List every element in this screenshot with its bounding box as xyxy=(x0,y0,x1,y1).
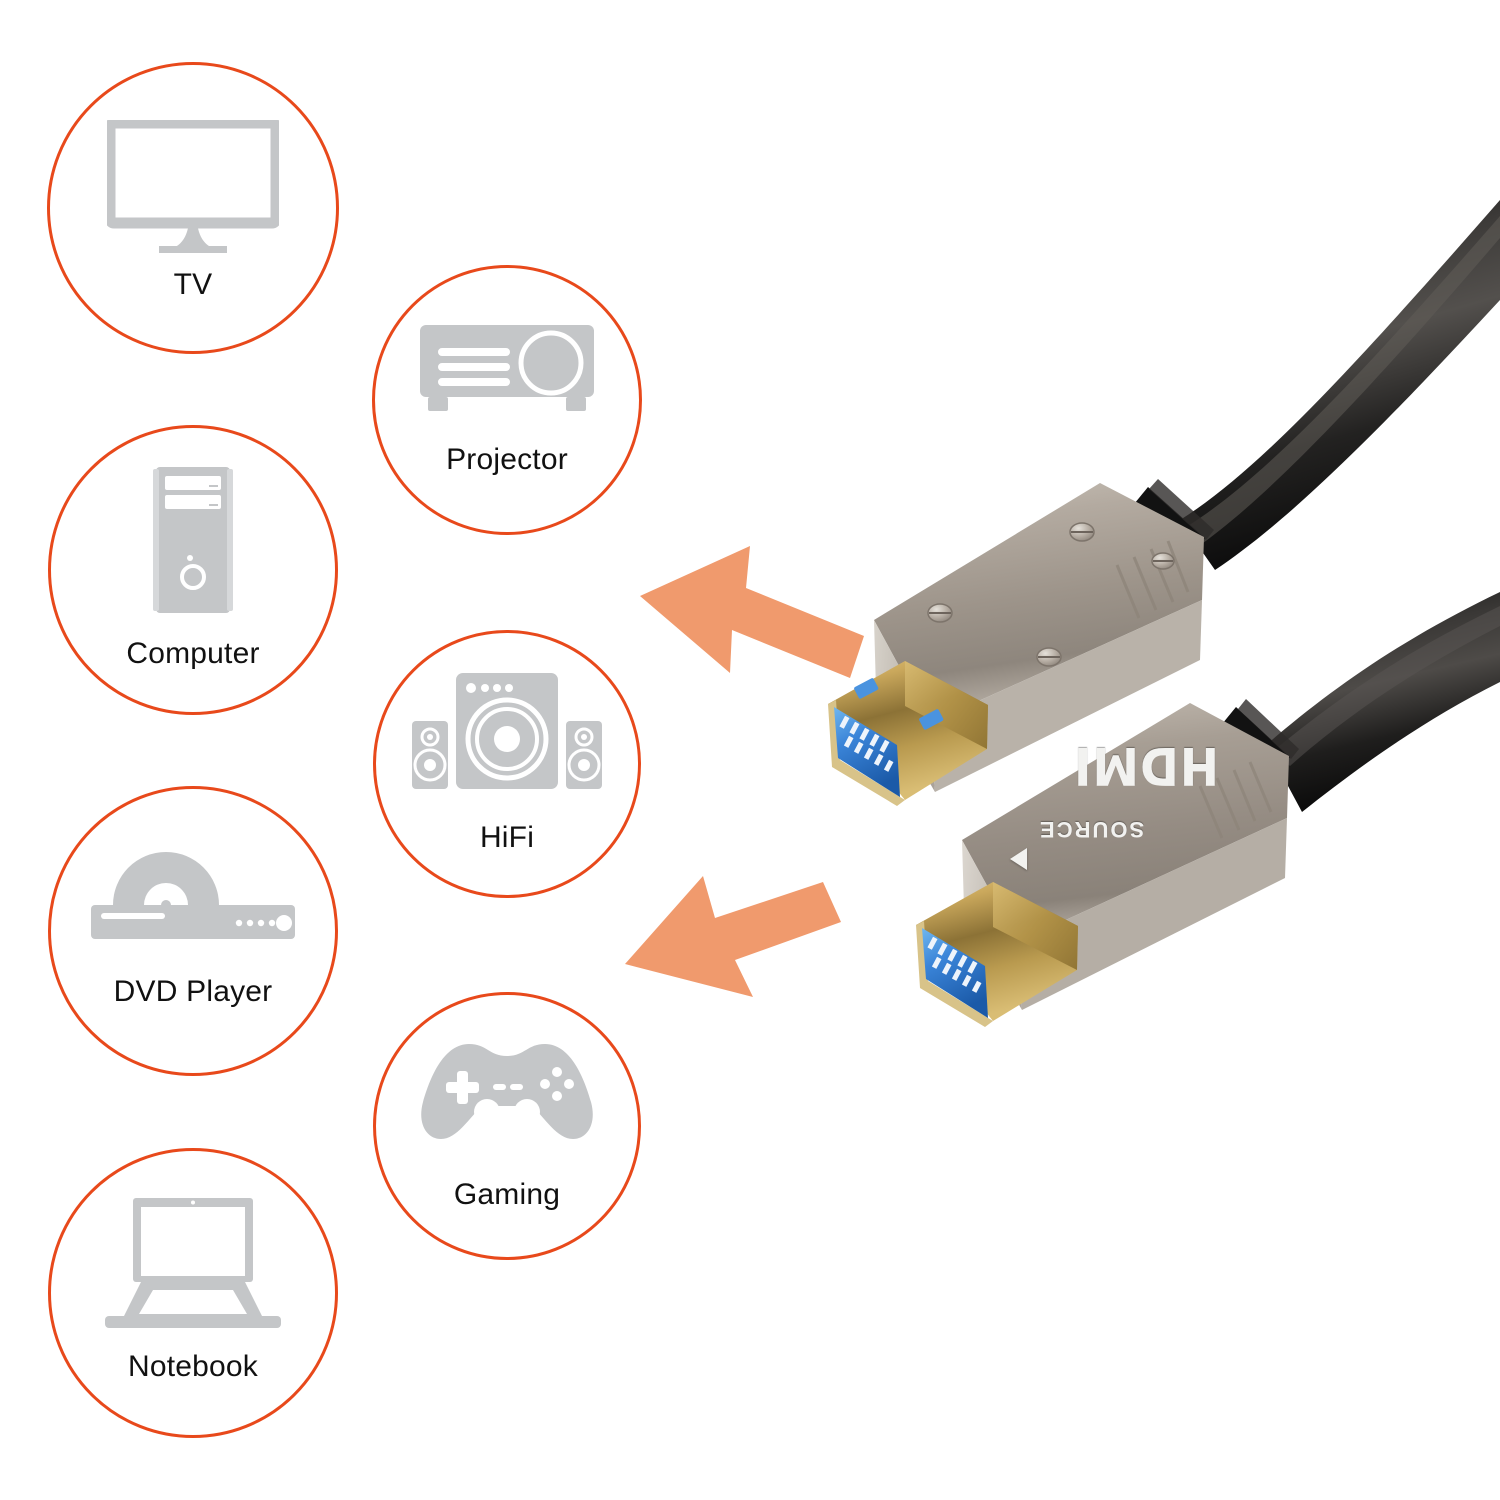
arrow-pointing-to-sources xyxy=(625,876,841,997)
tv-icon xyxy=(107,120,279,253)
source-direction-triangle-icon xyxy=(1010,848,1027,870)
computer-tower-icon xyxy=(153,467,233,613)
cable-strand-upper xyxy=(1180,200,1500,570)
device-circle-projector[interactable]: Projector xyxy=(372,265,642,535)
device-label-hifi: HiFi xyxy=(479,821,535,854)
housing-screws xyxy=(927,522,1175,667)
computer-icon-wrap xyxy=(153,465,233,615)
arrow-pointing-to-displays xyxy=(640,546,864,678)
projector-icon-wrap xyxy=(420,325,594,413)
hifi-speakers-icon xyxy=(412,673,602,789)
device-label-gaming: Gaming xyxy=(453,1178,561,1211)
dvd-player-icon-wrap xyxy=(91,847,295,939)
device-circle-gaming[interactable]: Gaming xyxy=(373,992,641,1260)
notebook-laptop-icon xyxy=(105,1198,281,1328)
projector-icon xyxy=(420,325,594,411)
device-label-tv: TV xyxy=(173,268,213,301)
gaming-icon-wrap xyxy=(417,1040,597,1142)
device-label-dvd-player: DVD Player xyxy=(113,975,273,1008)
hdmi-wordmark: HDMI xyxy=(1073,735,1219,795)
game-controller-icon xyxy=(421,1044,593,1139)
notebook-icon-wrap xyxy=(105,1198,281,1328)
cable-strand-lower xyxy=(1266,592,1500,812)
hifi-icon-wrap xyxy=(412,673,602,791)
tv-icon-wrap xyxy=(107,120,279,254)
dvd-player-icon xyxy=(91,852,295,939)
device-circle-notebook[interactable]: Notebook xyxy=(48,1148,338,1438)
device-circle-tv[interactable]: TV xyxy=(47,62,339,354)
device-circle-dvd-player[interactable]: DVD Player xyxy=(48,786,338,1076)
device-label-notebook: Notebook xyxy=(127,1350,259,1383)
device-circle-hifi[interactable]: HiFi xyxy=(373,630,641,898)
device-label-projector: Projector xyxy=(446,443,568,476)
device-circle-computer[interactable]: Computer xyxy=(48,425,338,715)
device-label-computer: Computer xyxy=(126,637,260,670)
source-wordmark: SOURCE xyxy=(1038,817,1145,842)
